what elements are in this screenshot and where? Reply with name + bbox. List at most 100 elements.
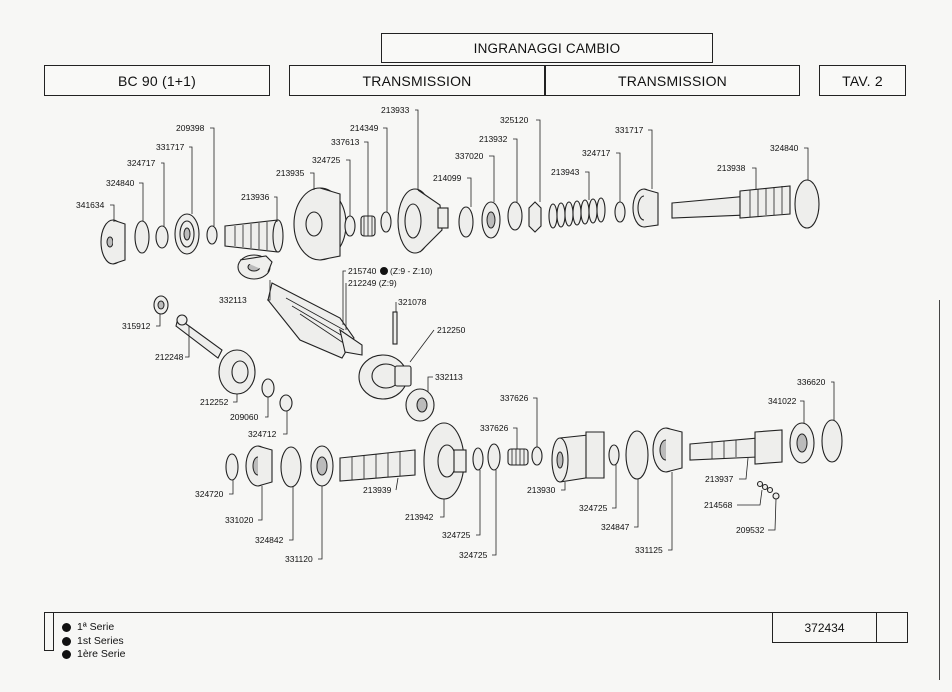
part-shape-213942 — [423, 422, 467, 500]
part-shape-213935 — [293, 187, 347, 261]
document-code: 372434 — [804, 620, 845, 635]
model-cell: BC 90 (1+1) — [44, 65, 270, 96]
label-213943: 213943 — [551, 167, 580, 177]
legend-row-it: 1ª Serie — [62, 621, 125, 635]
part-shape-212248 — [175, 314, 223, 359]
part-shape-324725d — [608, 444, 620, 466]
label-324712: 324712 — [248, 429, 277, 439]
part-shape-324717a — [155, 225, 169, 249]
section-left-cell: TRANSMISSION — [289, 65, 545, 96]
legend-row-en: 1st Series — [62, 635, 125, 649]
part-shape-324720 — [225, 453, 239, 481]
label-331120: 331120 — [285, 554, 313, 564]
part-shape-324712 — [279, 394, 293, 412]
part-shape-324840b — [794, 179, 820, 229]
part-shape-321078 — [392, 311, 398, 345]
part-shape-331020 — [245, 445, 273, 487]
part-shape-324717b — [614, 201, 626, 223]
part-shape-331717a — [174, 213, 200, 255]
label-324720: 324720 — [195, 489, 224, 499]
label-212248: 212248 — [155, 352, 184, 362]
label-212250: 212250 — [437, 325, 466, 335]
label-324725b: 324725 — [442, 530, 471, 540]
part-shape-213938 — [671, 185, 791, 219]
label-212252: 212252 — [200, 397, 229, 407]
section-right-text: TRANSMISSION — [618, 72, 727, 89]
part-shape-214099 — [458, 206, 474, 238]
label-324840a: 324840 — [106, 178, 135, 188]
part-shape-332113a — [237, 254, 273, 280]
series-dot-icon — [62, 623, 71, 633]
label-214568: 214568 — [704, 500, 733, 510]
label-331020: 331020 — [225, 515, 254, 525]
label-332113a: 332113 — [219, 295, 247, 305]
part-shape-324840a — [134, 220, 150, 254]
label-337626b: 337626 — [480, 423, 509, 433]
label-209060: 209060 — [230, 412, 259, 422]
label-213937: 213937 — [705, 474, 734, 484]
label-213936: 213936 — [241, 192, 270, 202]
label-331125: 331125 — [635, 545, 663, 555]
legend-text-fr: 1ère Serie — [77, 648, 126, 660]
label-209398: 209398 — [176, 123, 205, 133]
part-shape-341634 — [100, 219, 126, 265]
model-text: BC 90 (1+1) — [117, 72, 197, 89]
label-324725d: 324725 — [579, 503, 608, 513]
label-214099: 214099 — [433, 173, 462, 183]
label-324725c: 324725 — [459, 550, 488, 560]
part-shape-212250 — [358, 354, 412, 400]
label-213938: 213938 — [717, 163, 746, 173]
label-332113b: 332113 — [435, 372, 463, 382]
part-shape-213933 — [397, 188, 449, 254]
part-shape-213932 — [507, 201, 523, 231]
part-shape-214349 — [380, 211, 392, 233]
series-dot-icon — [62, 636, 71, 646]
label-215740-note: (Z:9 - Z:10) — [390, 266, 433, 276]
part-shape-209398 — [206, 225, 218, 245]
series-legend: 1ª Serie 1st Series 1ère Serie — [62, 621, 125, 662]
part-shape-213943 — [548, 197, 606, 229]
label-324725a: 324725 — [312, 155, 341, 165]
table-number-text: TAV. 2 — [842, 72, 883, 89]
part-shape-214568 — [756, 480, 774, 494]
label-321078: 321078 — [398, 297, 427, 307]
footer-left-bar — [44, 613, 54, 651]
label-209532: 209532 — [736, 525, 765, 535]
part-shape-324725a — [344, 215, 356, 237]
legend-row-fr: 1ère Serie — [62, 648, 125, 662]
series-dot-icon — [62, 650, 71, 660]
title-italian: INGRANAGGI CAMBIO — [381, 33, 713, 63]
part-shape-213930 — [551, 431, 605, 483]
label-212249: 212249 (Z:9) — [348, 278, 397, 288]
footer: 1ª Serie 1st Series 1ère Serie 372434 — [44, 612, 908, 662]
part-shape-341022 — [789, 422, 815, 464]
label-341022: 341022 — [768, 396, 797, 406]
part-shape-213936 — [224, 219, 284, 253]
label-336620: 336620 — [797, 377, 826, 387]
part-shape-212252 — [218, 349, 256, 395]
label-325120: 325120 — [500, 115, 529, 125]
label-213932: 213932 — [479, 134, 508, 144]
document-code-box: 372434 — [772, 613, 877, 643]
part-shape-337626 — [507, 446, 543, 466]
label-337613: 337613 — [331, 137, 360, 147]
part-shape-212249 — [267, 282, 363, 359]
label-331717a: 331717 — [156, 142, 185, 152]
label-337020: 337020 — [455, 151, 484, 161]
table-number-cell: TAV. 2 — [819, 65, 906, 96]
label-341634: 341634 — [76, 200, 105, 210]
part-shape-325120 — [528, 201, 542, 233]
part-shape-324725b — [472, 447, 484, 471]
document-code-extra-box — [877, 613, 908, 643]
part-shape-324847 — [625, 430, 649, 480]
part-shape-324842 — [280, 446, 302, 488]
part-shape-213937 — [689, 429, 783, 465]
label-324842: 324842 — [255, 535, 284, 545]
label-213935: 213935 — [276, 168, 305, 178]
label-324717a: 324717 — [127, 158, 156, 168]
part-shape-213939 — [339, 449, 416, 482]
series-marker-icon — [380, 267, 388, 275]
part-shape-336620 — [821, 419, 843, 463]
label-337626a: 337626 — [500, 393, 529, 403]
